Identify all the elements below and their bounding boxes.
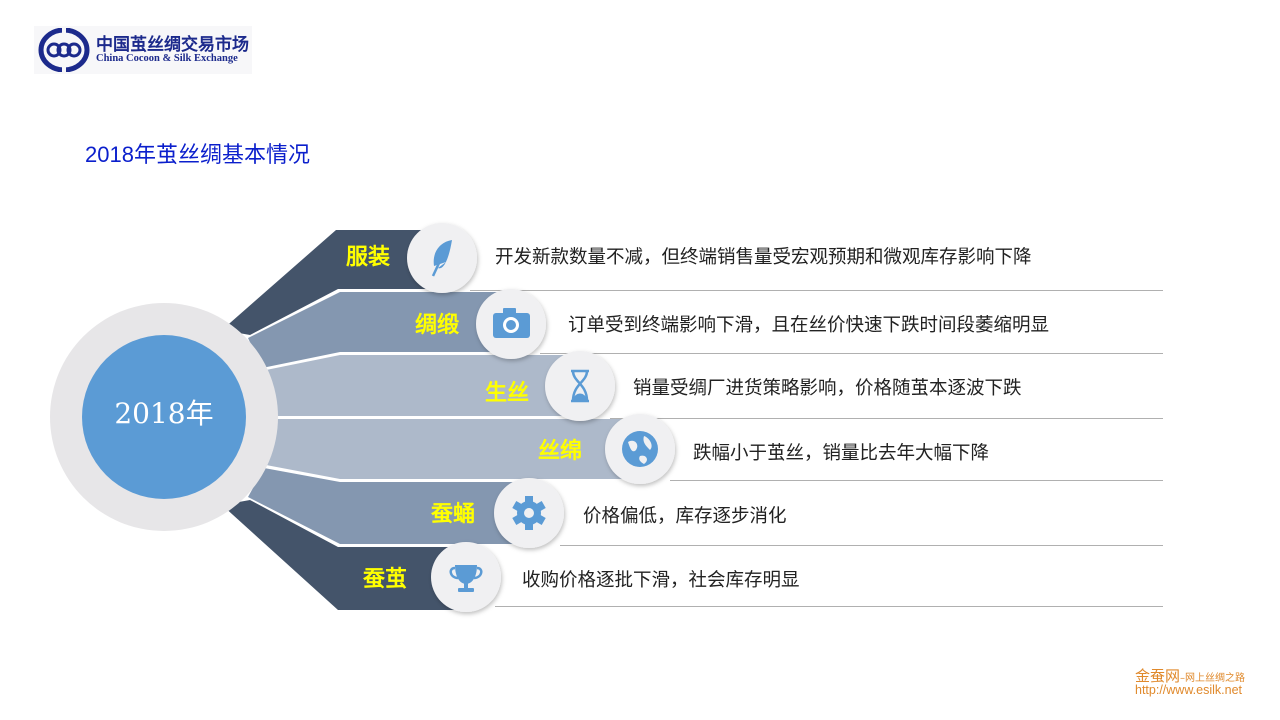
feather-icon	[431, 240, 452, 277]
watermark-brand-name: 金蚕网	[1135, 667, 1181, 685]
band-4	[266, 419, 640, 479]
item-label-satin: 绸缎	[415, 312, 460, 338]
globe-icon	[622, 431, 658, 467]
logo-name-en: China Cocoon & Silk Exchange	[96, 53, 238, 64]
watermark-slogan: –网上丝绸之路	[1180, 673, 1246, 684]
separator-lines	[470, 290, 1163, 607]
page-title: 2018年茧丝绸基本情况	[85, 142, 310, 167]
watermark-brand: 金蚕网–网上丝绸之路	[1135, 665, 1245, 686]
item-desc-raw-silk: 销量受绸厂进货策略影响，价格随茧本逐波下跌	[633, 378, 1022, 399]
center-year-label: 2018年	[114, 397, 214, 430]
logo: 中国茧丝绸交易市场 China Cocoon & Silk Exchange	[34, 26, 252, 74]
band-5	[248, 468, 529, 544]
camera-icon	[493, 308, 530, 338]
watermark-url: http://www.esilk.net	[1135, 683, 1242, 697]
logo-name-cn: 中国茧丝绸交易市场	[96, 35, 249, 55]
item-label-raw-silk: 生丝	[485, 380, 530, 406]
band-2	[248, 292, 511, 368]
item-desc-pupa: 价格偏低，库存逐步消化	[583, 506, 787, 527]
item-desc-satin: 订单受到终端影响下滑，且在丝价快速下跌时间段萎缩明显	[568, 315, 1050, 336]
item-label-silk-floss: 丝绵	[538, 438, 583, 464]
item-desc-silk-floss: 跌幅小于茧丝，销量比去年大幅下降	[693, 443, 990, 464]
logo-emblem-icon	[38, 28, 90, 72]
center-circle-inner	[82, 335, 246, 499]
band-6	[222, 500, 466, 610]
item-label-cocoon: 蚕茧	[363, 566, 408, 592]
item-label-clothing: 服装	[346, 244, 391, 270]
hourglass-icon	[571, 369, 589, 403]
trophy-icon	[449, 565, 483, 592]
band-3	[266, 355, 580, 416]
item-label-pupa: 蚕蛹	[431, 501, 476, 527]
item-desc-clothing: 开发新款数量不减，但终端销售量受宏观预期和微观库存影响下降	[495, 247, 1032, 268]
band-1	[222, 230, 442, 335]
gear-icon	[512, 496, 546, 530]
item-desc-cocoon: 收购价格逐批下滑，社会库存明显	[522, 570, 800, 591]
